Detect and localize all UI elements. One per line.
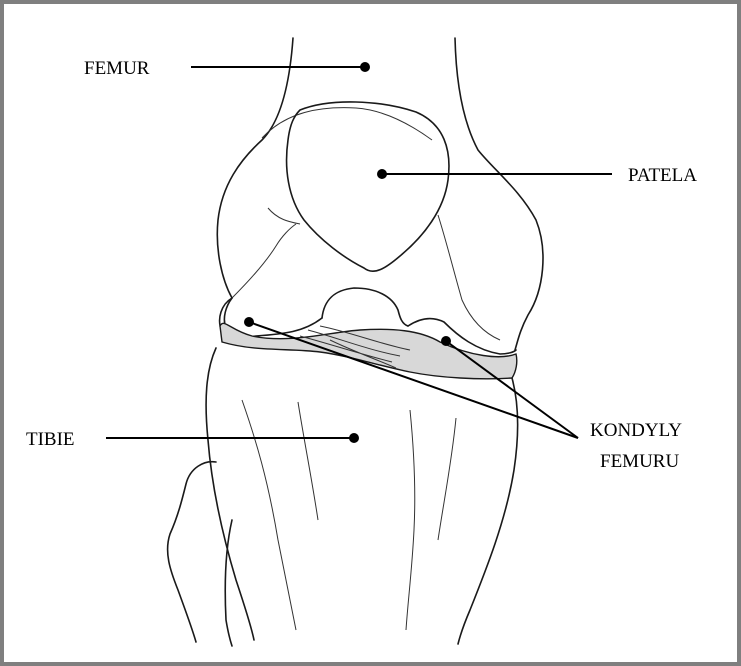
lateral-condyle-dot [441,336,451,346]
label-tibie: TIBIE [26,429,75,450]
cartilage-band [220,323,517,378]
patela-callout [377,169,612,179]
tibia-inner-line-3 [406,410,415,630]
tibia-inner-line-2 [298,402,318,520]
knee-joint-illustration [168,38,543,646]
tibia-inner-line-4 [438,418,456,540]
label-kondyly-line2: FEMURU [600,451,679,472]
patella-outline [287,102,449,271]
intercondylar-notch [322,288,408,326]
label-femur: FEMUR [84,58,150,79]
label-kondyly-line1: KONDYLY [590,420,682,441]
tibie-callout [106,433,359,443]
medial-condyle-dot [244,317,254,327]
label-patela: PATELA [628,165,697,186]
fibula-outline [168,462,232,646]
femur-outline [217,38,543,350]
femur-lateral-line [438,215,500,340]
femur-callout [191,62,370,72]
patela-pointer-dot [377,169,387,179]
tibie-pointer-dot [349,433,359,443]
femur-medial-line [232,224,296,298]
femur-inner-line [262,108,432,140]
tibia-outline [206,348,518,644]
femur-pointer-dot [360,62,370,72]
tibia-inner-line-1 [242,400,296,630]
femur-trochlea-line [268,208,300,224]
